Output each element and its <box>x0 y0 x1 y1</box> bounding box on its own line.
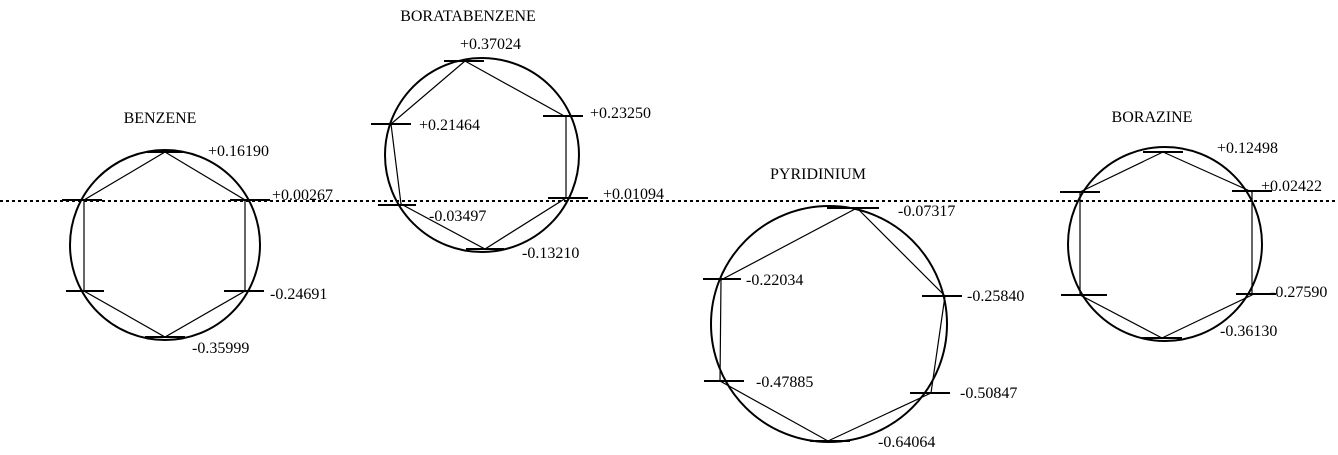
frost-circle <box>384 57 580 253</box>
pyridinium-frost-circle: PYRIDINIUM -0.07317 -0.22034 -0.25840 -0… <box>703 166 1024 451</box>
molecule-title: BENZENE <box>124 110 197 127</box>
energy-value-label: -0.27590 <box>1270 284 1327 301</box>
hexagon-polygon <box>1079 151 1253 339</box>
energy-value-label: -0.36130 <box>1220 323 1277 340</box>
energy-value-label: -0.35999 <box>192 340 249 357</box>
energy-value-label: +0.12498 <box>1217 140 1278 157</box>
energy-value-label: +0.16190 <box>208 143 269 160</box>
energy-value-label: +0.01094 <box>603 186 664 203</box>
molecule-title: BORATABENZENE <box>400 8 536 25</box>
frost-circle <box>69 149 261 341</box>
energy-value-label: +0.02422 <box>1261 178 1322 195</box>
hexagon-polygon <box>719 207 946 442</box>
energy-value-label: +0.37024 <box>460 36 521 53</box>
molecule-title: PYRIDINIUM <box>770 166 866 183</box>
frost-circle <box>1067 146 1263 342</box>
energy-value-label: +0.21464 <box>419 117 480 134</box>
benzene-frost-circle: BENZENE +0.16190 +0.00267 -0.24691 -0.35… <box>62 110 333 357</box>
energy-value-label: +0.00267 <box>272 187 333 204</box>
energy-value-label: -0.24691 <box>270 286 327 303</box>
boratabenzene-frost-circle: BORATABENZENE +0.37024 +0.23250 +0.21464… <box>371 8 664 262</box>
borazine-frost-circle: BORAZINE +0.12498 +0.02422 -0.27590 -0.3… <box>1060 109 1327 342</box>
hexagon-polygon <box>83 151 246 338</box>
energy-value-label: -0.64064 <box>878 434 935 451</box>
energy-value-label: -0.25840 <box>967 288 1024 305</box>
energy-value-label: -0.13210 <box>522 245 579 262</box>
molecule-title: BORAZINE <box>1112 109 1193 126</box>
frost-circle <box>710 205 948 443</box>
energy-value-label: -0.07317 <box>898 203 955 220</box>
energy-value-label: -0.22034 <box>746 272 803 289</box>
energy-value-label: -0.47885 <box>756 374 813 391</box>
energy-value-label: -0.03497 <box>429 208 486 225</box>
energy-value-label: -0.50847 <box>960 385 1017 402</box>
energy-value-label: +0.23250 <box>590 105 651 122</box>
